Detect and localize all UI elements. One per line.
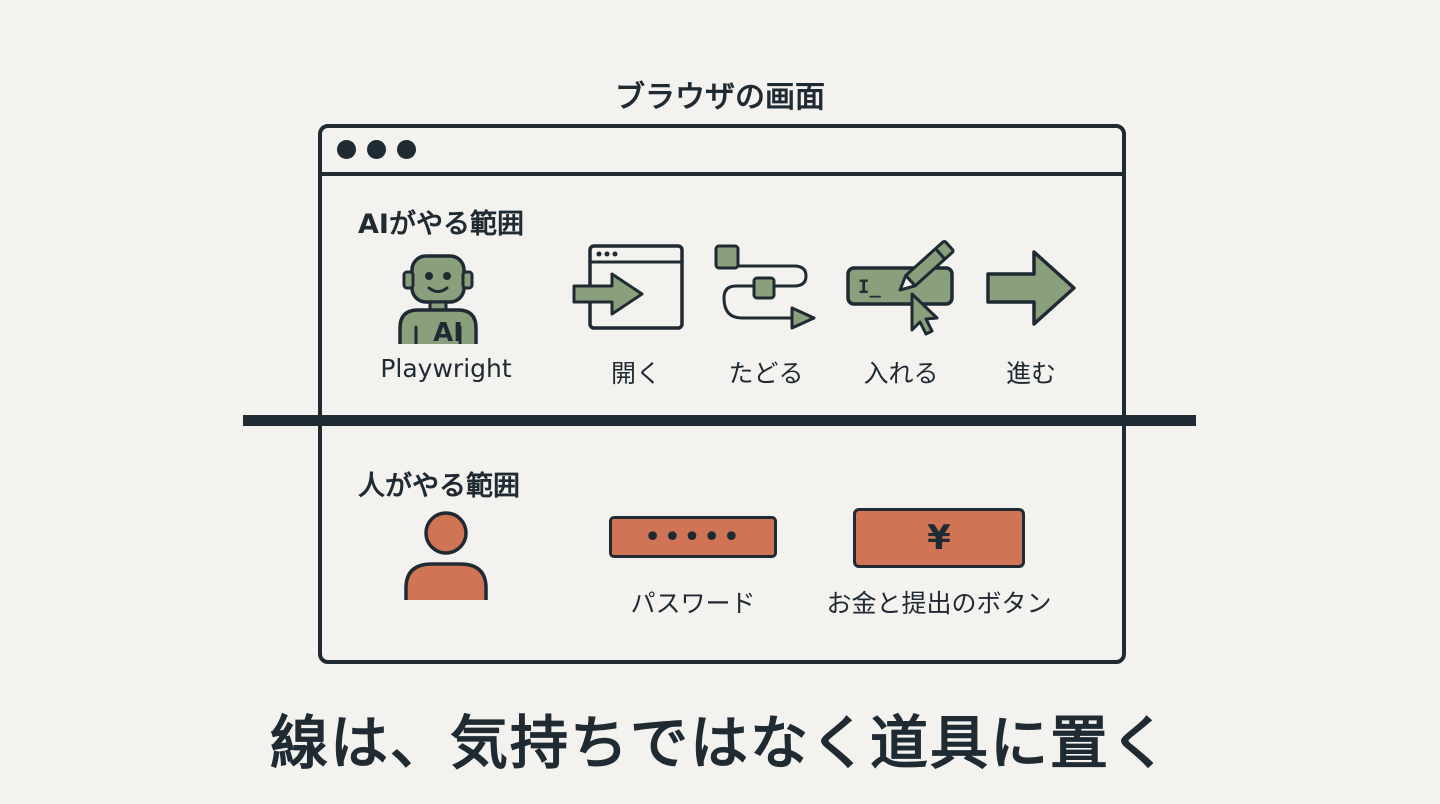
robot-ai-badge: AI bbox=[433, 318, 463, 348]
input-field-icon bbox=[846, 239, 955, 336]
human-section-label: 人がやる範囲 bbox=[358, 471, 520, 502]
step-label-input: 入れる bbox=[863, 359, 939, 388]
ai-section-label: AIがやる範囲 bbox=[358, 209, 524, 240]
proceed-arrow-icon bbox=[986, 250, 1076, 326]
person-icon bbox=[404, 511, 488, 600]
step-label-open: 開く bbox=[610, 359, 661, 388]
step-label-navigate: たどる bbox=[728, 359, 804, 388]
ai-human-boundary-line bbox=[243, 415, 1196, 426]
payment-submit-button: ¥ bbox=[853, 508, 1025, 568]
robot-icon bbox=[398, 254, 478, 344]
browser-window-frame bbox=[318, 124, 1126, 664]
open-browser-icon bbox=[572, 244, 684, 330]
window-dot-3 bbox=[397, 140, 416, 159]
input-cursor-text: I_ bbox=[858, 276, 881, 298]
password-label: パスワード bbox=[630, 589, 756, 618]
window-dot-2 bbox=[367, 140, 386, 159]
navigate-path-icon bbox=[714, 244, 816, 330]
diagram-title: ブラウザの画面 bbox=[615, 80, 825, 115]
window-dot-1 bbox=[337, 140, 356, 159]
payment-submit-label: お金と提出のボタン bbox=[826, 589, 1052, 618]
password-field: ••••• bbox=[609, 516, 777, 558]
actor-label-playwright: Playwright bbox=[380, 354, 512, 383]
step-label-proceed: 進む bbox=[1005, 359, 1056, 388]
diagram-caption: 線は、気持ちではなく道具に置く bbox=[269, 709, 1170, 777]
browser-titlebar-divider bbox=[318, 172, 1126, 176]
